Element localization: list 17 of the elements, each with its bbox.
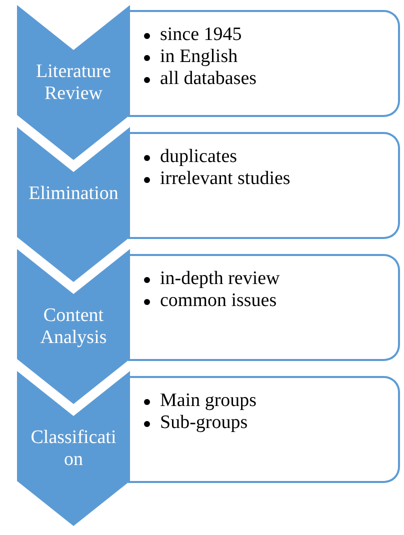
bullet-item: Sub-groups <box>160 412 248 433</box>
bullet-item: in English <box>160 46 238 67</box>
content-panel <box>128 10 400 117</box>
bullet-item: common issues <box>160 290 277 311</box>
bullet-item: since 1945 <box>160 24 242 45</box>
step-label: Content Analysis <box>39 304 108 348</box>
bullet-item: irrelevant studies <box>160 168 290 189</box>
content-panel <box>128 376 400 483</box>
bullet-item: in-depth review <box>160 268 280 289</box>
bullet-item: Main groups <box>160 390 257 411</box>
step-label: Elimination <box>28 182 120 204</box>
content-panel <box>128 254 400 361</box>
step-label: Literature Review <box>35 60 112 104</box>
content-panel <box>128 132 400 239</box>
bullet-item: duplicates <box>160 146 238 167</box>
bullet-item: all databases <box>160 68 257 89</box>
step-label: Classificati on <box>30 426 118 470</box>
